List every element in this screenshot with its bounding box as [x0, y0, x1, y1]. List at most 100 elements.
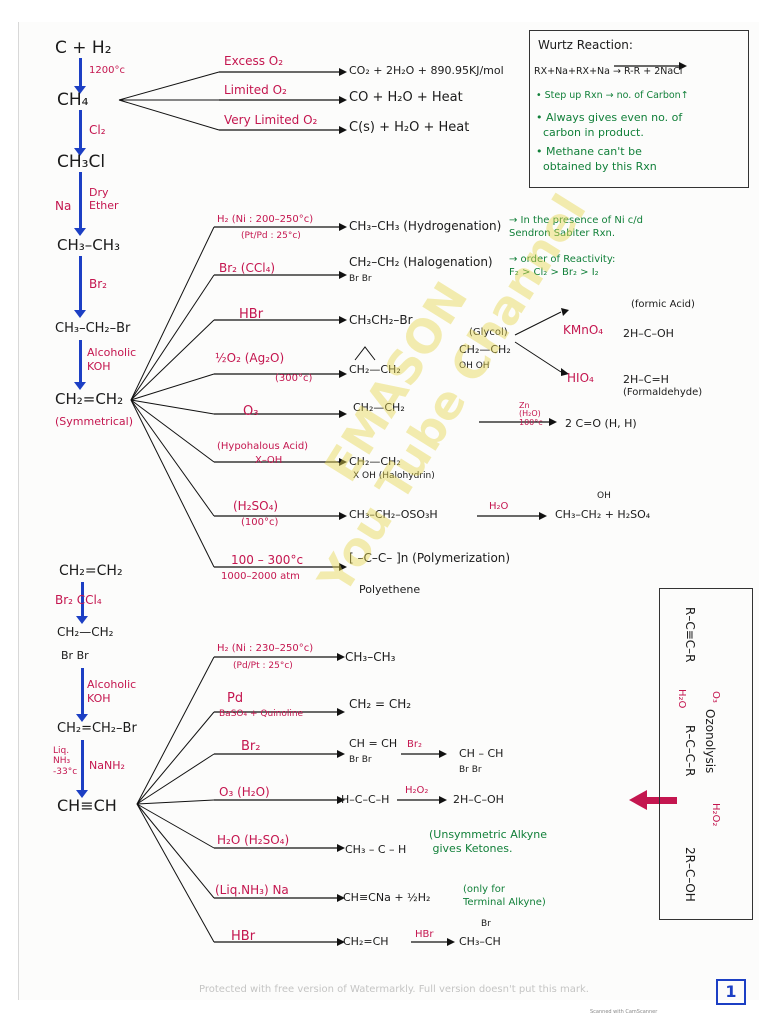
lindlar-label: BaSO₄ + Quinoline: [219, 709, 304, 719]
excess-o2-product: CO₂ + 2H₂O + 890.95KJ/mol: [349, 64, 504, 77]
ethanol-oh: OH: [597, 491, 611, 501]
br2-label: Br₂: [89, 277, 107, 291]
ethene-text: CH₂=CH₂: [55, 390, 124, 408]
ethyne-o3-label: O₃ (H₂O): [219, 785, 270, 799]
ethyne-br2-label: Br₂: [241, 739, 261, 754]
formic-acid-text: 2H–C–OH: [623, 327, 674, 340]
ethyl-sulfate-text: CH₃–CH₂–OSO₃H: [349, 508, 438, 521]
ethyne-hbr-label: HBr: [231, 929, 256, 944]
scanner-credit: Scanned with CamScanner: [590, 1009, 658, 1015]
hypohalous-label: (Hypohalous Acid): [217, 441, 309, 452]
ethyl-bromide-text: CH₃–CH₂–Br: [55, 321, 131, 336]
ozonolysis-box: Ozonolysis R–C≡C–R O₃ H₂O R–C–C–R H₂O₂ 2…: [659, 588, 753, 920]
dibromoethane-br: Br: [481, 919, 491, 929]
halogenation-product: CH₂–CH₂ (Halogenation): [349, 255, 493, 269]
methane-text: CH₄: [57, 90, 89, 110]
cl2-label: Cl₂: [89, 123, 106, 137]
vinyl-bromide-text: CH₂=CH₂–Br: [57, 721, 137, 736]
wurtz-bullet-1: • Step up Rxn → no. of Carbon↑: [536, 90, 689, 101]
formic-acid-final: 2H–C–OH: [453, 793, 504, 806]
ketone-note: (Unsymmetric Alkyne gives Ketones.: [429, 828, 547, 856]
down-arrow-icon: [74, 58, 86, 94]
hbr-label: HBr: [239, 307, 264, 322]
glycol-oh: OH OH: [459, 361, 490, 371]
h2o2-label: H₂O₂: [405, 785, 429, 796]
dibromo-br: Br Br: [61, 649, 89, 662]
down-arrow-icon: [76, 740, 88, 798]
wurtz-box: Wurtz Reaction: RX+Na+RX+Na → R-R + 2NaC…: [529, 30, 749, 188]
dibromoethene-br: Br Br: [349, 755, 372, 765]
acetaldehyde-text: CH₃ – C – H: [345, 843, 407, 856]
ethyne-h2-product: CH₃–CH₃: [345, 650, 396, 664]
ch3cl-text: CH₃Cl: [57, 152, 106, 172]
down-arrow-icon: [74, 256, 86, 318]
ethyne-text: CH≡CH: [57, 796, 117, 815]
polymer-pressure-label: 1000–2000 atm: [221, 571, 300, 582]
second-br2-label: Br₂: [407, 739, 422, 750]
notes-page: C + H₂ 1200°c CH₄ Cl₂ CH₃Cl Na Dry Ether…: [18, 22, 759, 1005]
halohydrin-label: X OH (Halohydrin): [353, 471, 435, 481]
formic-label: (formic Acid): [631, 299, 695, 310]
polyethene-label: Polyethene: [359, 583, 421, 596]
na-label: Na: [55, 199, 72, 213]
c-h2-text: C + H₂: [55, 38, 112, 58]
sabatier-note: → In the presence of Ni c/d Sendron Sabi…: [509, 215, 644, 239]
glycol-text: CH₂—CH₂: [459, 343, 511, 356]
hio4-label: HIO₄: [567, 371, 594, 385]
h2-pt-label: (Pt/Pd : 25°c): [241, 231, 301, 241]
down-arrow-icon: [76, 668, 88, 722]
protection-footer: Protected with free version of Watermark…: [199, 984, 589, 995]
br2-ccl4-lower: Br₂ CCl₄: [55, 593, 102, 607]
ozonolysis-o3: O₃: [710, 691, 721, 703]
ozonolysis-title: Ozonolysis: [703, 709, 717, 774]
nanh2-label: NaNH₂: [89, 759, 125, 772]
tetrabromo-text: CH – CH: [459, 747, 504, 760]
wurtz-title: Wurtz Reaction:: [538, 38, 633, 52]
limited-o2-label: Limited O₂: [224, 83, 287, 97]
wurtz-bullet-2: • Always gives even no. of carbon in pro…: [536, 111, 683, 139]
ethene-lower-text: CH₂=CH₂: [59, 563, 123, 579]
epoxide-text: CH₂—CH₂: [349, 363, 401, 376]
alc-koh-label: Alcoholic KOH: [87, 346, 137, 374]
wurtz-equation: RX+Na+RX+Na → R-R + 2NaCl: [534, 66, 683, 77]
h2o-label: H₂O: [489, 501, 509, 512]
halohydrin-text: CH₂—CH₂: [349, 455, 401, 468]
formaldehyde-text: 2H–C=H: [623, 373, 669, 386]
hydrogenation-product: CH₃–CH₃ (Hydrogenation): [349, 219, 502, 233]
sodium-label: (Liq.NH₃) Na: [215, 883, 289, 897]
dibromoethane-text: CH₃–CH: [459, 935, 501, 948]
halogenation-br: Br Br: [349, 274, 372, 284]
kmno4-label: KMnO₄: [563, 323, 604, 337]
lindlar-product: CH₂ = CH₂: [349, 697, 412, 711]
br2-ccl4-label: Br₂ (CCl₄): [219, 261, 276, 275]
ethyne-h2-label: H₂ (Ni : 230–250°c): [217, 643, 314, 654]
down-arrow-icon: [76, 582, 88, 624]
polymer-temp-label: 100 – 300°c: [231, 553, 304, 567]
ethyl-bromide-product: CH₃CH₂–Br: [349, 313, 413, 327]
pd-label: Pd: [227, 691, 244, 706]
down-arrow-icon: [74, 110, 86, 156]
ozonolysis-product: 2 C=O (H, H): [565, 417, 637, 430]
ozonolysis-intermediate: R–C–C–R: [683, 725, 697, 777]
zn-label: Zn (H₂O) 100°c: [519, 401, 543, 427]
ozonide-text: CH₂—CH₂: [353, 401, 405, 414]
ethyne-pd-pt-label: (Pd/Pt : 25°c): [233, 661, 293, 671]
ozonolysis-h2o: H₂O: [676, 689, 687, 709]
liq-nh3-label: Liq. NH₃ -33°c: [53, 746, 78, 777]
glyoxal-text: H–C–C–H: [341, 793, 390, 806]
xoh-label: X–OH: [255, 455, 283, 466]
100c-label: (100°c): [241, 517, 279, 528]
glycol-label: (Glycol): [469, 327, 508, 338]
h2-ni-label: H₂ (Ni : 200–250°c): [217, 214, 314, 225]
dry-ether-label: Dry Ether: [89, 186, 119, 213]
branch-lines: [118, 62, 687, 946]
very-limited-o2-label: Very Limited O₂: [224, 113, 318, 127]
ethane-text: CH₃–CH₃: [57, 236, 121, 254]
hydration-label: H₂O (H₂SO₄): [217, 833, 290, 847]
300c-label: (300°c): [275, 373, 313, 384]
tetrabromo-br: Br Br: [459, 765, 482, 775]
sodium-acetylide-text: CH≡CNa + ½H₂: [343, 891, 431, 904]
temp-label: 1200°c: [89, 65, 125, 76]
down-arrow-icon: [74, 340, 86, 390]
vinyl-bromide-product: CH₂=CH: [343, 935, 389, 948]
